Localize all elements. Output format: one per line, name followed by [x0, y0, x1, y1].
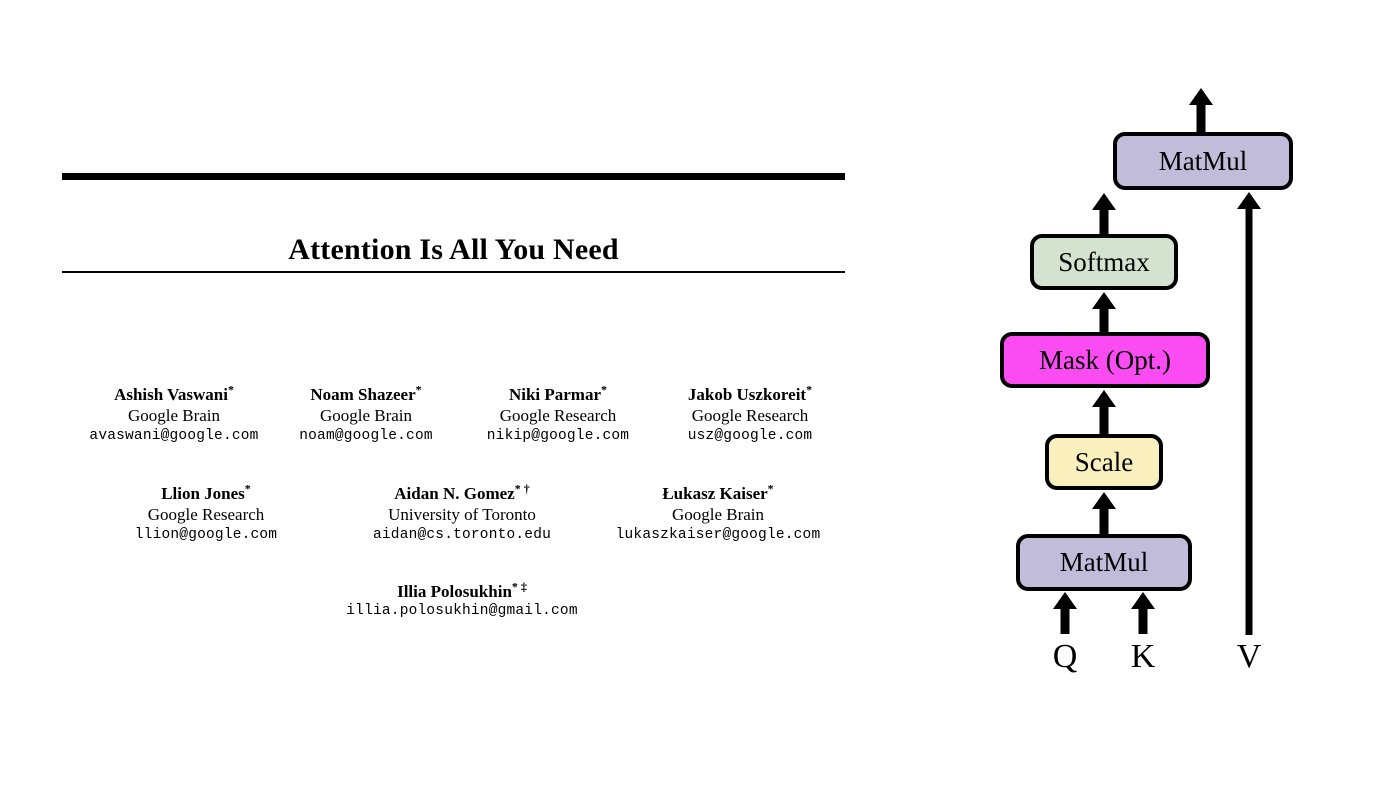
author-name: Aidan N. Gomez* † — [340, 481, 584, 504]
arrow-shaft — [1245, 207, 1253, 635]
author-email[interactable]: llion@google.com — [134, 527, 278, 544]
title-rule-top — [62, 173, 845, 180]
author-name: Ashish Vaswani* — [84, 382, 264, 405]
author-email[interactable]: avaswani@google.com — [89, 428, 259, 445]
arrow-matmul-to-scale — [1092, 492, 1116, 536]
arrow-scale-to-mask — [1092, 390, 1116, 434]
author-name-text: Ashish Vaswani — [114, 385, 228, 404]
author-affiliation: Google Brain — [127, 406, 221, 426]
author-name: Niki Parmar* — [468, 382, 648, 405]
author-email[interactable]: noam@google.com — [299, 428, 433, 445]
title-rule-bottom — [62, 271, 845, 273]
author-name-text: Noam Shazeer — [310, 385, 416, 404]
arrow-shaft — [1099, 307, 1109, 334]
author-footnote-marks: * — [601, 382, 608, 397]
author-affiliation: Google Research — [499, 406, 617, 426]
author-affiliation: Google Brain — [671, 505, 765, 525]
node-softmax[interactable]: Softmax — [1030, 234, 1178, 290]
node-matmul-top[interactable]: MatMul — [1113, 132, 1293, 190]
author-name-text: Llion Jones — [161, 484, 245, 503]
author-name: Llion Jones* — [84, 481, 328, 504]
author-footnote-marks: * — [415, 382, 422, 397]
arrowhead — [1131, 592, 1155, 609]
author-name: Łukasz Kaiser* — [596, 481, 840, 504]
node-label: Scale — [1074, 446, 1134, 477]
author-affiliation: University of Toronto — [388, 505, 536, 525]
paper-header-pane: Attention Is All You Need Ashish Vaswani… — [62, 173, 862, 622]
author-row: Ashish Vaswani* Google Brain avaswani@go… — [62, 382, 862, 447]
input-label-v: V — [1236, 638, 1262, 675]
author-row: Llion Jones* Google Research llion@googl… — [62, 481, 862, 546]
author-email[interactable]: aidan@cs.toronto.edu — [372, 527, 552, 544]
author-row: Illia Polosukhin* ‡ illia.polosukhin@gma… — [62, 579, 862, 622]
author-email[interactable]: usz@google.com — [687, 428, 813, 445]
author-affiliation: Google Brain — [319, 406, 413, 426]
node-label: MatMul — [1158, 145, 1248, 176]
author-email[interactable]: lukaszkaiser@google.com — [615, 527, 821, 544]
author-affiliation: Google Research — [147, 505, 265, 525]
arrow-v-to-matmul — [1237, 192, 1261, 635]
author-block: Llion Jones* Google Research llion@googl… — [78, 481, 334, 546]
arrow-softmax-to-matmul — [1092, 193, 1116, 241]
arrow-shaft — [1099, 507, 1109, 536]
author-name-text: Łukasz Kaiser — [662, 484, 768, 503]
arrow-shaft — [1196, 103, 1206, 134]
arrow-shaft — [1060, 607, 1070, 634]
author-block: Jakob Uszkoreit* Google Research usz@goo… — [654, 382, 846, 447]
arrow-mask-to-softmax — [1092, 292, 1116, 334]
input-label-k: K — [1130, 638, 1156, 675]
arrowhead — [1237, 192, 1261, 209]
author-block: Ashish Vaswani* Google Brain avaswani@go… — [78, 382, 270, 447]
author-name-text: Illia Polosukhin — [397, 582, 512, 601]
node-mask-optional[interactable]: Mask (Opt.) — [1000, 332, 1210, 388]
node-matmul-bottom[interactable]: MatMul — [1016, 534, 1192, 591]
author-footnote-marks: * — [767, 481, 774, 496]
arrowhead — [1053, 592, 1077, 609]
arrow-q-to-matmul — [1053, 592, 1077, 634]
author-name-text: Aidan N. Gomez — [394, 484, 515, 503]
author-name: Jakob Uszkoreit* — [660, 382, 840, 405]
arrowhead — [1189, 88, 1213, 105]
author-name: Illia Polosukhin* ‡ — [258, 579, 666, 602]
arrow-output — [1189, 88, 1213, 134]
arrowhead — [1092, 390, 1116, 407]
arrow-shaft — [1138, 607, 1148, 634]
author-name-text: Niki Parmar — [508, 385, 602, 404]
page-title: Attention Is All You Need — [288, 233, 619, 267]
author-footnote-marks: * — [244, 481, 251, 496]
author-footnote-marks: * ‡ — [511, 579, 527, 594]
author-block: Noam Shazeer* Google Brain noam@google.c… — [270, 382, 462, 447]
author-footnote-marks: * † — [514, 481, 530, 496]
arrowhead — [1092, 492, 1116, 509]
input-label-q: Q — [1052, 638, 1078, 675]
arrowhead — [1092, 193, 1116, 210]
node-scale[interactable]: Scale — [1045, 434, 1163, 490]
author-block: Niki Parmar* Google Research nikip@googl… — [462, 382, 654, 447]
node-label: Mask (Opt.) — [1039, 344, 1171, 375]
author-block: Łukasz Kaiser* Google Brain lukaszkaiser… — [590, 481, 846, 546]
node-label: MatMul — [1059, 547, 1149, 577]
author-name-text: Jakob Uszkoreit — [687, 385, 807, 404]
author-affiliation: Google Research — [691, 406, 809, 426]
author-footnote-marks: * — [227, 382, 234, 397]
author-footnote-marks: * — [806, 382, 813, 397]
arrowhead — [1092, 292, 1116, 309]
author-block: Aidan N. Gomez* † University of Toronto … — [334, 481, 590, 546]
arrow-shaft — [1099, 405, 1109, 434]
author-block: Illia Polosukhin* ‡ illia.polosukhin@gma… — [252, 579, 672, 622]
author-email[interactable]: illia.polosukhin@gmail.com — [346, 603, 578, 620]
arrow-k-to-matmul — [1131, 592, 1155, 634]
author-email[interactable]: nikip@google.com — [486, 428, 630, 445]
author-name: Noam Shazeer* — [276, 382, 456, 405]
arrow-shaft — [1099, 208, 1109, 241]
node-label: Softmax — [1058, 246, 1150, 277]
attention-diagram: MatMul Softmax Mask (Opt.) Scale MatMul — [900, 0, 1400, 788]
